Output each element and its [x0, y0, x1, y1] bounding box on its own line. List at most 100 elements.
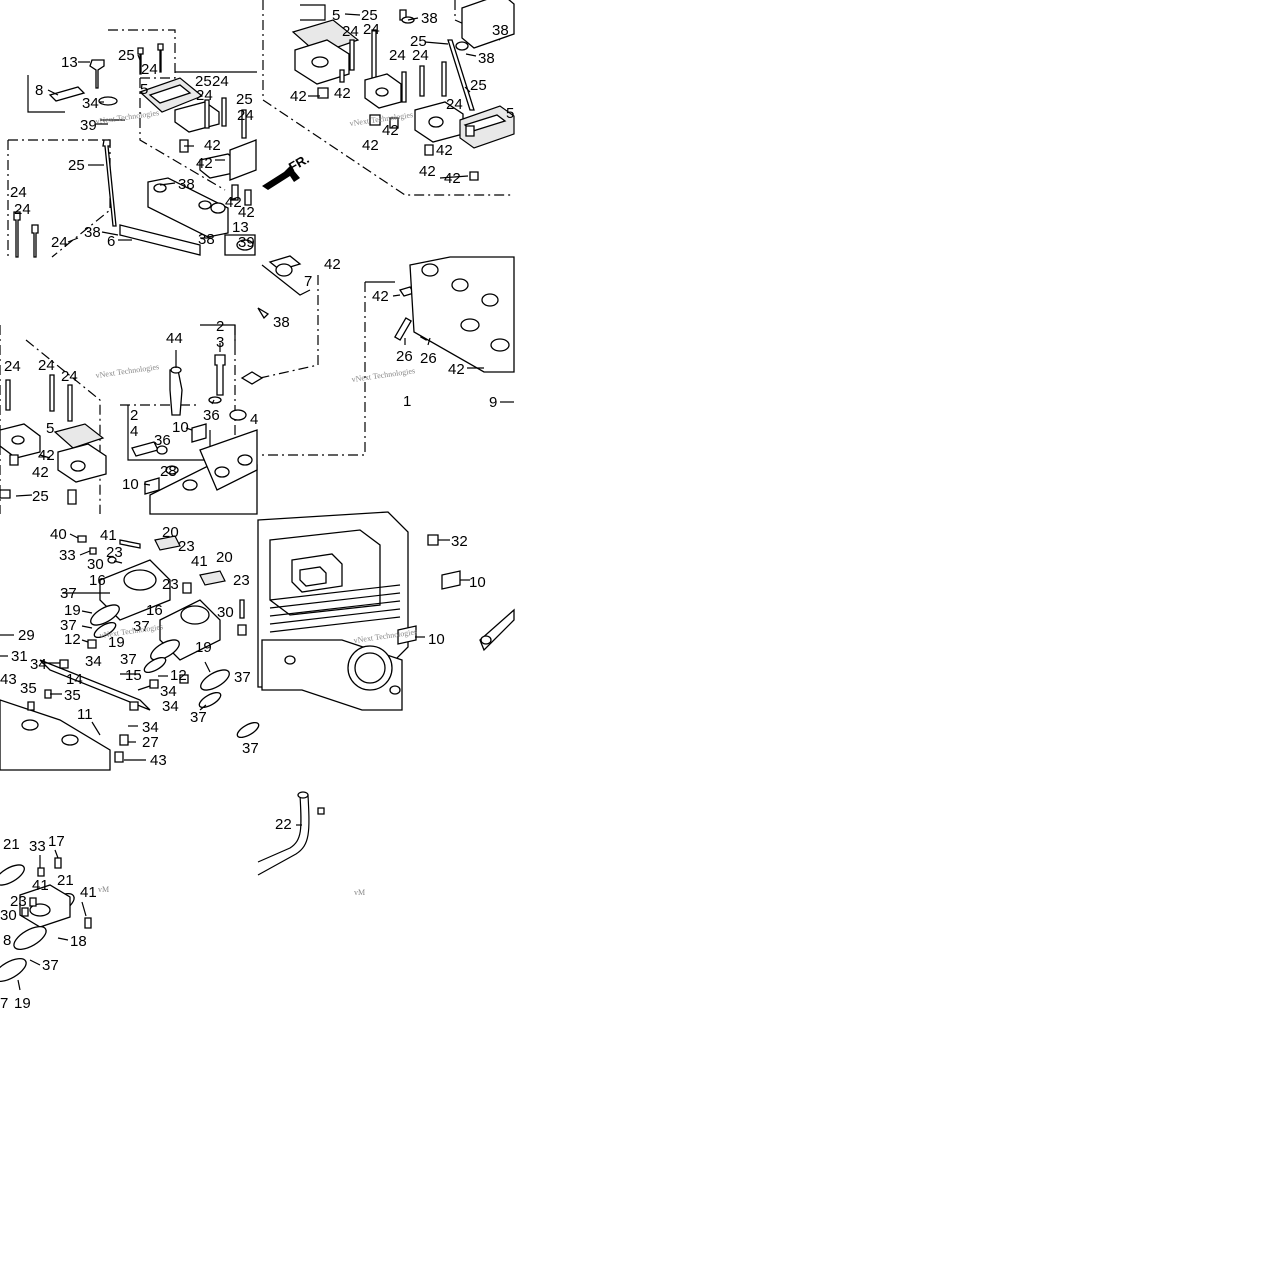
callout-23: 23 — [178, 538, 195, 555]
callout-41: 41 — [80, 884, 97, 901]
tile-lower-left — [0, 849, 92, 991]
callout-10: 10 — [122, 476, 139, 493]
callout-13: 13 — [232, 219, 249, 236]
callout-37: 37 — [60, 585, 77, 602]
callout-24: 24 — [4, 358, 21, 375]
callout-42: 42 — [419, 163, 436, 180]
callout-31: 31 — [11, 648, 28, 665]
front-arrow-icon — [262, 166, 300, 190]
callout-42: 42 — [436, 142, 453, 159]
callout-37: 37 — [234, 669, 251, 686]
callout-42: 42 — [225, 194, 242, 211]
callout-19: 19 — [108, 634, 125, 651]
callout-33: 33 — [59, 547, 76, 564]
callout-44: 44 — [166, 330, 183, 347]
tile-top-left — [7, 29, 257, 258]
callout-24: 24 — [389, 47, 406, 64]
callout-37: 37 — [242, 740, 259, 757]
callout-27: 27 — [142, 734, 159, 751]
callout-24: 24 — [342, 23, 359, 40]
callout-41: 41 — [100, 527, 117, 544]
callout-42: 42 — [32, 464, 49, 481]
callout-42: 42 — [290, 88, 307, 105]
callout-8: 8 — [3, 932, 11, 949]
callout-29: 29 — [18, 627, 35, 644]
callout-labels: 13 8 34 39 25 24 25 24 5 25 24 24 25 24 … — [0, 7, 514, 1012]
tile-lower-middle — [257, 791, 325, 876]
callout-3: 3 — [216, 334, 224, 351]
callout-5: 5 — [140, 81, 148, 98]
callout-10: 10 — [428, 631, 445, 648]
callout-16: 16 — [89, 572, 106, 589]
callout-24: 24 — [446, 96, 463, 113]
callout-35: 35 — [64, 687, 81, 704]
callout-24: 24 — [412, 47, 429, 64]
callout-42: 42 — [38, 447, 55, 464]
callout-12: 12 — [170, 667, 187, 684]
callout-25: 25 — [410, 33, 427, 50]
callout-5: 5 — [332, 7, 340, 24]
callout-11: 11 — [77, 706, 93, 723]
callout-34: 34 — [142, 719, 159, 736]
callout-23: 23 — [162, 576, 179, 593]
callout-30: 30 — [217, 604, 234, 621]
callout-34: 34 — [162, 698, 179, 715]
tile-middle-middle — [240, 255, 515, 456]
callout-38: 38 — [492, 22, 509, 39]
callout-37: 37 — [190, 709, 207, 726]
callout-38: 38 — [478, 50, 495, 67]
callout-24: 24 — [38, 357, 55, 374]
watermark-text: vM — [354, 888, 365, 897]
callout-42: 42 — [448, 361, 465, 378]
callout-41: 41 — [32, 877, 49, 894]
callout-41: 41 — [191, 553, 208, 570]
callout-42: 42 — [196, 155, 213, 172]
callout-38: 38 — [198, 231, 215, 248]
callout-10: 10 — [469, 574, 486, 591]
callout-25: 25 — [68, 157, 85, 174]
callout-24: 24 — [61, 368, 78, 385]
callout-13: 13 — [61, 54, 78, 71]
callout-38: 38 — [84, 224, 101, 241]
callout-20: 20 — [216, 549, 233, 566]
callout-23: 23 — [106, 544, 123, 561]
callout-18: 18 — [70, 933, 87, 950]
callout-24: 24 — [141, 61, 158, 78]
callout-36: 36 — [203, 407, 220, 424]
callout-8: 8 — [35, 82, 43, 99]
callout-28: 28 — [160, 463, 177, 480]
callout-26: 26 — [396, 348, 413, 365]
callout-42: 42 — [372, 288, 389, 305]
callout-39: 39 — [80, 117, 97, 134]
callout-38: 38 — [421, 10, 438, 27]
callout-25: 25 — [118, 47, 135, 64]
callout-34: 34 — [82, 95, 99, 112]
callout-42: 42 — [382, 122, 399, 139]
callout-24: 24 — [212, 73, 229, 90]
callout-24: 24 — [196, 87, 213, 104]
callout-25: 25 — [236, 91, 253, 108]
callout-12: 12 — [64, 631, 81, 648]
watermark-text: vNext Technologies — [351, 366, 416, 384]
callout-14: 14 — [66, 671, 83, 688]
callout-37: 37 — [133, 618, 150, 635]
callout-6: 6 — [107, 233, 115, 250]
callout-19: 19 — [14, 995, 31, 1012]
callout-4: 4 — [250, 411, 258, 428]
callout-19: 19 — [195, 639, 212, 656]
tile-top-middle: FR. — [262, 0, 515, 196]
callout-4: 4 — [130, 423, 138, 440]
callout-37: 37 — [42, 957, 59, 974]
callout-21: 21 — [3, 836, 20, 853]
callout-36: 36 — [154, 432, 171, 449]
callout-35: 35 — [20, 680, 37, 697]
watermark-text: vM — [98, 885, 109, 894]
callout-25: 25 — [470, 77, 487, 94]
callout-7: 7 — [304, 273, 312, 290]
callout-37: 37 — [60, 617, 77, 634]
callout-7: 7 — [0, 995, 8, 1012]
callout-17: 17 — [48, 833, 65, 850]
callout-21: 21 — [57, 872, 74, 889]
callout-19: 19 — [64, 602, 81, 619]
